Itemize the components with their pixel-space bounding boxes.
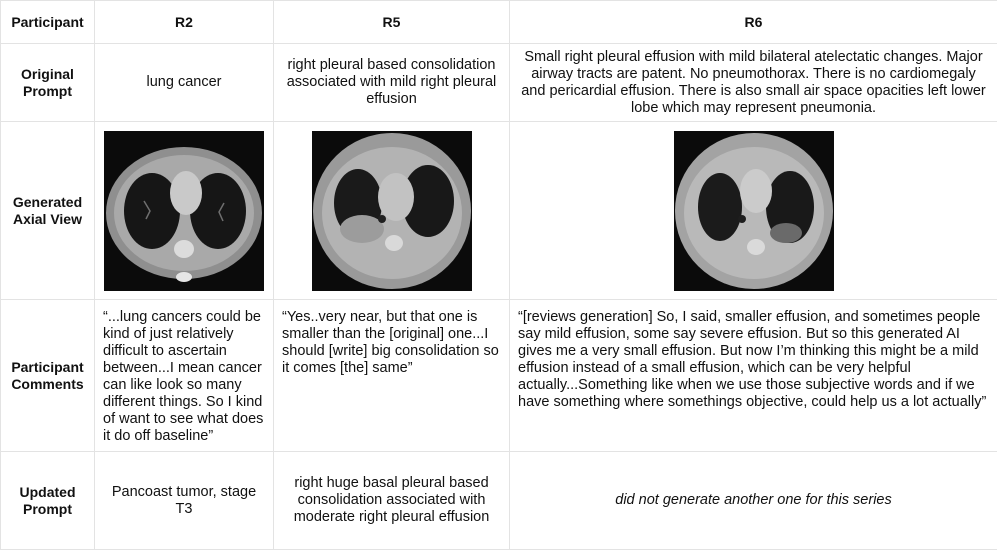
r6-axial-view-cell (509, 121, 997, 300)
r5-updated-prompt: right huge basal pleural based consolida… (273, 451, 510, 550)
r6-updated-prompt: did not generate another one for this se… (509, 451, 997, 550)
updated-prompt-row: Updated Prompt Pancoast tumor, stage T3 … (0, 451, 997, 550)
generated-axial-view-row: Generated Axial View (0, 121, 997, 300)
r2-updated-prompt: Pancoast tumor, stage T3 (94, 451, 274, 550)
row-label-updated-prompt: Updated Prompt (0, 451, 95, 550)
header-r5: R5 (273, 0, 510, 44)
r2-participant-comment: “...lung cancers could be kind of just r… (94, 299, 274, 452)
header-participant: Participant (0, 0, 95, 44)
participant-comments-row: Participant Comments “...lung cancers co… (0, 299, 997, 452)
row-label-generated-axial-view: Generated Axial View (0, 121, 95, 300)
r5-original-prompt: right pleural based consolidation associ… (273, 43, 510, 122)
header-r2: R2 (94, 0, 274, 44)
r2-ct-image (104, 130, 264, 291)
r5-ct-image (311, 130, 472, 291)
r5-participant-comment: “Yes..very near, but that one is smaller… (273, 299, 510, 452)
row-label-original-prompt: Original Prompt (0, 43, 95, 122)
header-r6: R6 (509, 0, 997, 44)
r2-axial-view-cell (94, 121, 274, 300)
r6-participant-comment: “[reviews generation] So, I said, smalle… (509, 299, 997, 452)
r5-axial-view-cell (273, 121, 510, 300)
r6-ct-image (673, 130, 834, 291)
original-prompt-row: Original Prompt lung cancer right pleura… (0, 43, 997, 122)
row-label-participant-comments: Participant Comments (0, 299, 95, 452)
r6-original-prompt: Small right pleural effusion with mild b… (509, 43, 997, 122)
header-row: Participant R2 R5 R6 (0, 0, 997, 44)
r2-original-prompt: lung cancer (94, 43, 274, 122)
